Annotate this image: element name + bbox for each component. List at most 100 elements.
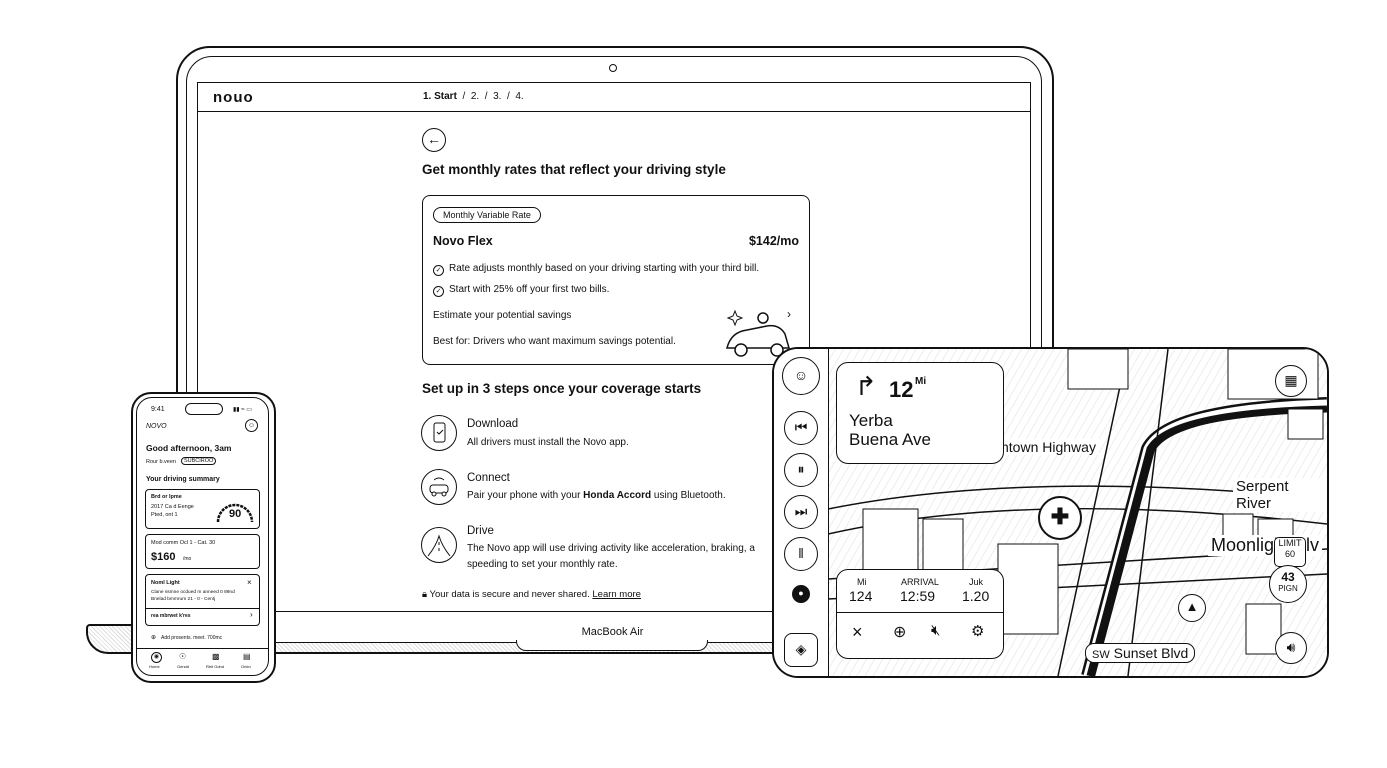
notice-title: Noml Light <box>151 580 180 586</box>
current-location-icon: ▲ <box>1178 594 1206 622</box>
notice-text: Clane ssmne ocdued m anneed 0 89nd <box>151 590 235 595</box>
limit-label: LIMIT <box>1278 538 1302 548</box>
learn-more-link[interactable]: Learn more <box>592 589 641 600</box>
juk-label: Juk <box>969 577 984 587</box>
eta-mi-value: 124 <box>849 588 873 604</box>
driving-score: 90 <box>229 508 242 520</box>
check-icon: ✓ <box>433 265 444 276</box>
plan-name: Novo Flex <box>433 234 493 248</box>
dynamic-island <box>185 403 223 415</box>
pin-icon[interactable]: ☉ <box>179 652 187 661</box>
current-street-badge: SW Sunset Blvd <box>1085 643 1196 663</box>
pause-icon[interactable]: ⏸︎ <box>784 453 818 487</box>
feature-text: Start with 25% off your first two bills. <box>449 284 610 295</box>
score-card[interactable]: Brd or lpme 2017 Ca d Eenge Pted, ont 1 … <box>145 489 260 529</box>
chevron-right-icon[interactable]: › <box>250 610 253 619</box>
policy-label: Mod comm Ocl 1 - Cat. 30 <box>151 540 216 546</box>
turn-distance: 12 <box>889 377 914 402</box>
library-icon[interactable]: ‖ <box>784 537 818 571</box>
summary-title: Your driving summary <box>146 476 220 483</box>
back-arrow-icon[interactable]: ← <box>422 128 446 152</box>
close-icon[interactable]: × <box>247 578 252 587</box>
setup-heading: Set up in 3 steps once your coverage sta… <box>422 381 702 396</box>
notice-card[interactable]: Noml Light × Clane ssmne ocdued m anneed… <box>145 574 260 626</box>
previous-track-icon[interactable]: ⏮︎ <box>784 411 818 445</box>
feature-bullet: ✓ Start with 25% off your first two bills… <box>433 284 609 297</box>
grid-menu-icon[interactable]: ▦ <box>1275 365 1307 397</box>
next-street-line2: Buena Ave <box>849 430 931 449</box>
connect-text: Pair your phone with your <box>467 490 584 501</box>
estimate-savings-link[interactable]: Estimate your potential savings <box>433 310 572 321</box>
media-sidebar: ☺ ⏮︎ ⏸︎ ⏭︎ ‖ ● ◈ <box>774 349 829 676</box>
trip-info-card: Mi 124 ARRIVAL 12:59 Juk 1.20 × ⊕ 🔇︎ ⚙ <box>836 569 1004 659</box>
add-circle-icon[interactable]: ⊕ <box>151 635 157 641</box>
road-label: Serpent River <box>1233 478 1327 512</box>
vehicle-label: 2017 Ca d Eenge <box>151 504 194 510</box>
score-gauge-icon <box>216 503 254 523</box>
car-connect-icon <box>421 469 457 505</box>
current-street: Sunset Blvd <box>1113 645 1189 661</box>
step-3[interactable]: 3. <box>493 91 502 102</box>
road-label: ntown Highway <box>998 439 1099 455</box>
status-icons: ▮▮ ≈ ▭ <box>233 407 252 413</box>
best-for-text: Best for: Drivers who want maximum savin… <box>433 336 676 347</box>
add-link[interactable]: Add prosents. meet. 700mc <box>161 635 223 641</box>
street-direction: SW <box>1092 649 1110 661</box>
rate-type-badge: Monthly Variable Rate <box>433 207 541 223</box>
route-icon[interactable]: ⚙ <box>971 623 985 640</box>
web-header: nouo 1. Start / 2. / 3. / 4. <box>198 83 1030 112</box>
profile-icon[interactable]: ☺ <box>245 419 258 432</box>
mute-icon[interactable]: 🔇︎ <box>931 622 941 639</box>
next-track-icon[interactable]: ⏭︎ <box>784 495 818 529</box>
limit-value: 60 <box>1284 549 1295 559</box>
step-4[interactable]: 4. <box>515 91 524 102</box>
lock-icon: 🔒︎ <box>422 589 428 600</box>
turn-distance-unit: Mi <box>915 376 927 387</box>
phone-logo: NOVO <box>146 423 167 430</box>
volume-icon[interactable]: 🔊︎ <box>1275 632 1307 664</box>
app-icon[interactable]: ● <box>792 585 810 603</box>
arrival-time: 12:59 <box>900 588 936 604</box>
plan-card[interactable]: Monthly Variable Rate Novo Flex $142/mo … <box>422 195 810 365</box>
divider <box>837 612 1003 613</box>
tab-4[interactable]: Orien <box>241 664 251 669</box>
avatar[interactable]: ☺ <box>782 357 820 395</box>
novo-logo[interactable]: nouo <box>213 89 254 106</box>
juk-value: 1.20 <box>962 588 990 604</box>
privacy-text: Your data is secure and never shared. <box>429 589 590 600</box>
chevron-right-icon[interactable]: › <box>787 307 791 321</box>
connect-text-end: using Bluetooth. <box>651 490 726 501</box>
status-time: 9:41 <box>151 406 165 413</box>
step-title-download: Download <box>467 418 519 430</box>
feature-text: Rate adjusts monthly based on your drivi… <box>449 263 760 274</box>
bar-chart-icon[interactable]: ▩ <box>212 652 220 661</box>
score-label: Brd or lpme <box>151 494 182 500</box>
sign-label: PIGN <box>1278 584 1298 593</box>
divider <box>146 608 259 609</box>
close-icon[interactable]: × <box>852 622 863 642</box>
crosshair-icon[interactable]: ⊕ <box>893 624 907 641</box>
status-badge: SUBCIROO <box>181 457 217 465</box>
destination-pin-icon[interactable]: ✚ <box>1038 496 1082 540</box>
greeting-sub: Rour b.veen <box>146 459 176 465</box>
greeting: Good afternoon, 3am <box>146 443 232 453</box>
step-desc-download: All drivers must install the Novo app. <box>467 437 629 448</box>
notice-link[interactable]: rea mbrwet k'res <box>151 613 191 619</box>
check-icon: ✓ <box>433 286 444 297</box>
privacy-note: 🔒︎ Your data is secure and never shared.… <box>422 589 641 600</box>
step-desc-connect: Pair your phone with your Honda Accord u… <box>467 490 726 501</box>
step-2[interactable]: 2. <box>470 91 480 102</box>
logo-icon[interactable]: ◈ <box>784 633 818 667</box>
notice-text-2: Bnelad bmmrum 21 - 0 - Centj <box>151 597 216 602</box>
document-icon[interactable]: ▤ <box>243 652 251 661</box>
policy-card[interactable]: Mod comm Ocl 1 - Cat. 30 $160 /mo <box>145 534 260 569</box>
home-icon[interactable]: ◉ <box>151 652 162 663</box>
device-label: MacBook Air <box>581 626 644 638</box>
step-desc-drive-2: speeding to set your monthly rate. <box>467 559 618 570</box>
tab-home[interactable]: Home <box>149 664 160 669</box>
tab-2[interactable]: Gendd <box>177 664 190 669</box>
next-street-line1: Yerba <box>849 411 893 430</box>
step-breadcrumb: 1. Start / 2. / 3. / 4. <box>423 91 524 102</box>
tab-3[interactable]: Rbit Gdnd <box>206 664 225 669</box>
step-1[interactable]: 1. Start <box>423 91 457 102</box>
